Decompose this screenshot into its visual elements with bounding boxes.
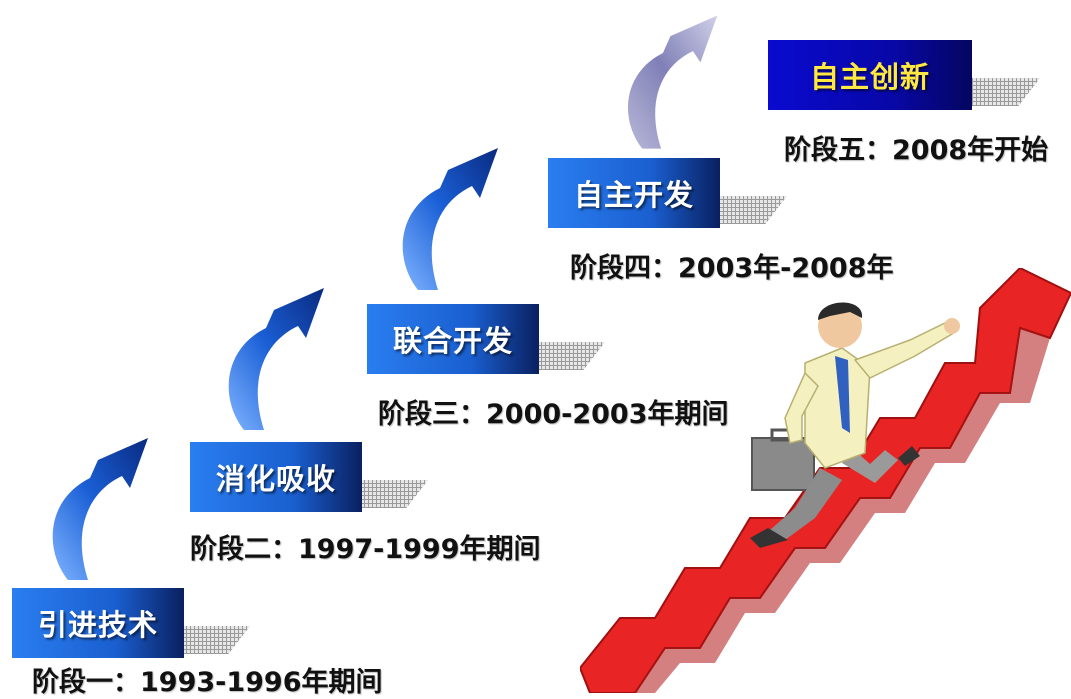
stage-3-title: 联合开发: [367, 304, 539, 374]
stage-4-title: 自主开发: [548, 158, 720, 228]
stage-1-title: 引进技术: [12, 588, 184, 658]
stage-1-grid-shadow: [178, 626, 250, 654]
stage-4-caption: 阶段四：2003年-2008年: [570, 253, 894, 284]
curved-arrow-icon-1: [52, 438, 148, 580]
briefcase: [751, 437, 815, 491]
stage-4-grid-shadow: [715, 196, 787, 224]
stage-2-title: 消化吸收: [190, 442, 362, 512]
curved-arrow-icon-4: [627, 15, 718, 149]
stage-5-grid-shadow: [968, 78, 1040, 106]
stage-2-caption: 阶段二：1997-1999年期间: [190, 534, 541, 565]
curved-arrow-icon-3: [402, 148, 498, 290]
businessman-torso: [804, 347, 871, 469]
stage-2-grid-shadow: [356, 480, 428, 508]
curved-arrow-icon-2: [228, 288, 324, 430]
businessman-climbing-illustration: [580, 268, 1071, 693]
stage-5-title: 自主创新: [768, 40, 972, 110]
stage-5-caption: 阶段五：2008年开始: [784, 135, 1049, 166]
stage-1-caption: 阶段一：1993-1996年期间: [32, 667, 383, 698]
stage-3-caption: 阶段三：2000-2003年期间: [378, 399, 729, 430]
